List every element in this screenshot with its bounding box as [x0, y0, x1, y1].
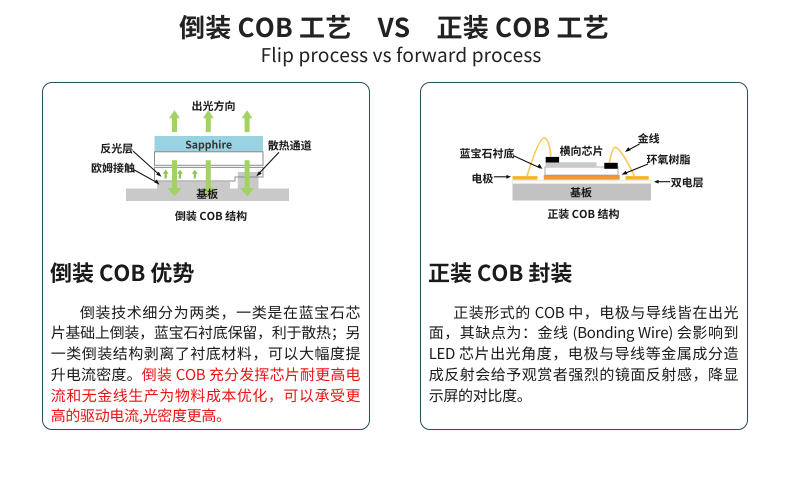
svg-text:基板: 基板 — [570, 185, 592, 201]
svg-text:正装 COB 结构: 正装 COB 结构 — [547, 206, 619, 222]
svg-text:倒装 COB 结构: 倒装 COB 结构 — [175, 208, 247, 224]
svg-text:欧姆接触: 欧姆接触 — [91, 160, 135, 176]
svg-text:环氧树脂: 环氧树脂 — [647, 152, 691, 168]
svg-text:反光层: 反光层 — [100, 141, 133, 157]
svg-text:蓝宝石衬底: 蓝宝石衬底 — [460, 146, 515, 162]
svg-text:Sapphire: Sapphire — [185, 137, 232, 152]
svg-text:基板: 基板 — [196, 186, 218, 202]
svg-text:电极: 电极 — [471, 171, 493, 187]
svg-text:横向芯片: 横向芯片 — [560, 143, 604, 159]
svg-text:双电层: 双电层 — [671, 175, 704, 191]
svg-text:散热通道: 散热通道 — [268, 137, 312, 153]
svg-text:出光方向: 出光方向 — [192, 98, 236, 114]
svg-text:金线: 金线 — [638, 131, 660, 147]
